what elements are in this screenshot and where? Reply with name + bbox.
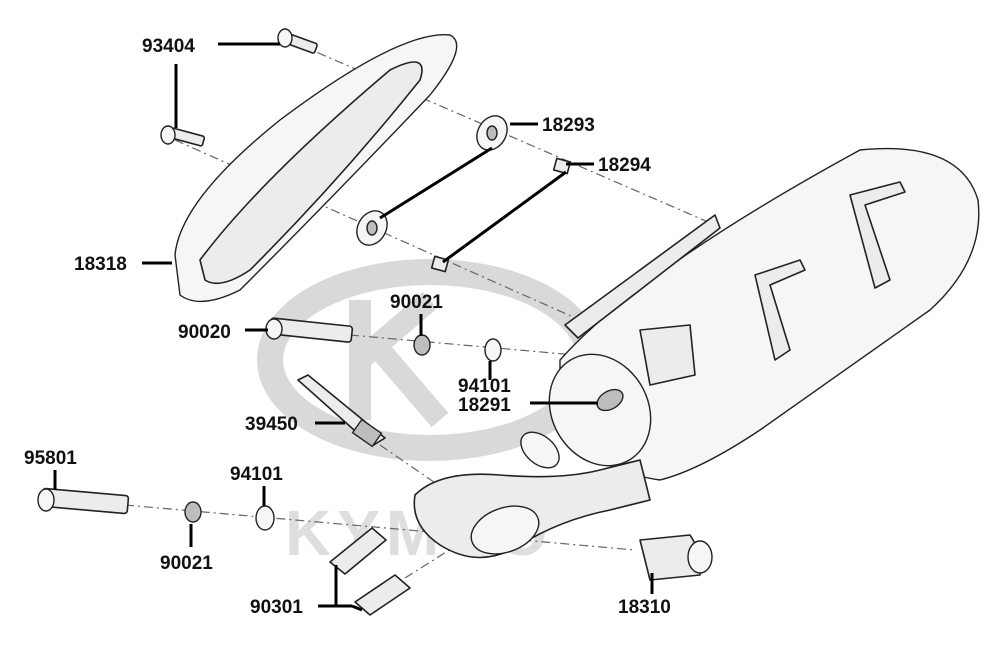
label-18293: 18293 — [542, 115, 595, 136]
stud-39450 — [297, 374, 386, 448]
catalytic-section — [470, 505, 540, 555]
washer-94101-bottom — [255, 505, 275, 531]
muffler-outlet-hole — [596, 388, 624, 412]
grommet-18293-bottom — [356, 210, 388, 246]
collar-18294-top — [552, 157, 572, 175]
exhaust-pipe — [413, 431, 651, 559]
label-18318: 18318 — [74, 254, 127, 275]
label-94101-top: 94101 — [458, 376, 511, 397]
label-18310: 18310 — [618, 597, 671, 618]
bolt-93404-left — [160, 125, 206, 147]
label-93404: 93404 — [142, 36, 195, 57]
label-95801: 95801 — [24, 448, 77, 469]
muffler-bracket-left — [754, 259, 806, 361]
leader-lines — [53, 42, 654, 612]
bolt-90020 — [265, 317, 354, 343]
part-labels: 93404 18293 18294 18318 90021 90020 9410… — [24, 36, 671, 618]
muffler-heat-shield-mount — [564, 214, 721, 339]
rubber-mount-18310 — [639, 534, 713, 581]
bolt-93404-top — [277, 28, 318, 54]
muffler-clamp-18291 — [639, 324, 696, 386]
grommet-18293-top — [476, 115, 508, 151]
exhaust-pipe-flange — [520, 431, 560, 469]
label-39450: 39450 — [245, 414, 298, 435]
heat-shield-inner — [199, 61, 423, 285]
label-90301: 90301 — [250, 597, 303, 618]
label-18294: 18294 — [598, 155, 651, 176]
label-18291: 18291 — [458, 395, 511, 416]
label-90020: 90020 — [178, 322, 231, 343]
muffler-assembly — [548, 147, 980, 481]
heat-shield-cover — [174, 34, 458, 303]
bolt-95801 — [37, 487, 130, 515]
label-90021-bottom: 90021 — [160, 553, 213, 574]
washer-90021-top — [413, 334, 431, 356]
label-94101-bottom: 94101 — [230, 464, 283, 485]
muffler-bracket-right — [849, 181, 906, 289]
label-90021-top: 90021 — [390, 292, 443, 313]
sleeve-90301-top — [329, 527, 387, 575]
washer-94101-top — [484, 338, 502, 362]
sleeve-90301-bottom — [354, 574, 411, 616]
washer-90021-bottom — [184, 501, 202, 523]
